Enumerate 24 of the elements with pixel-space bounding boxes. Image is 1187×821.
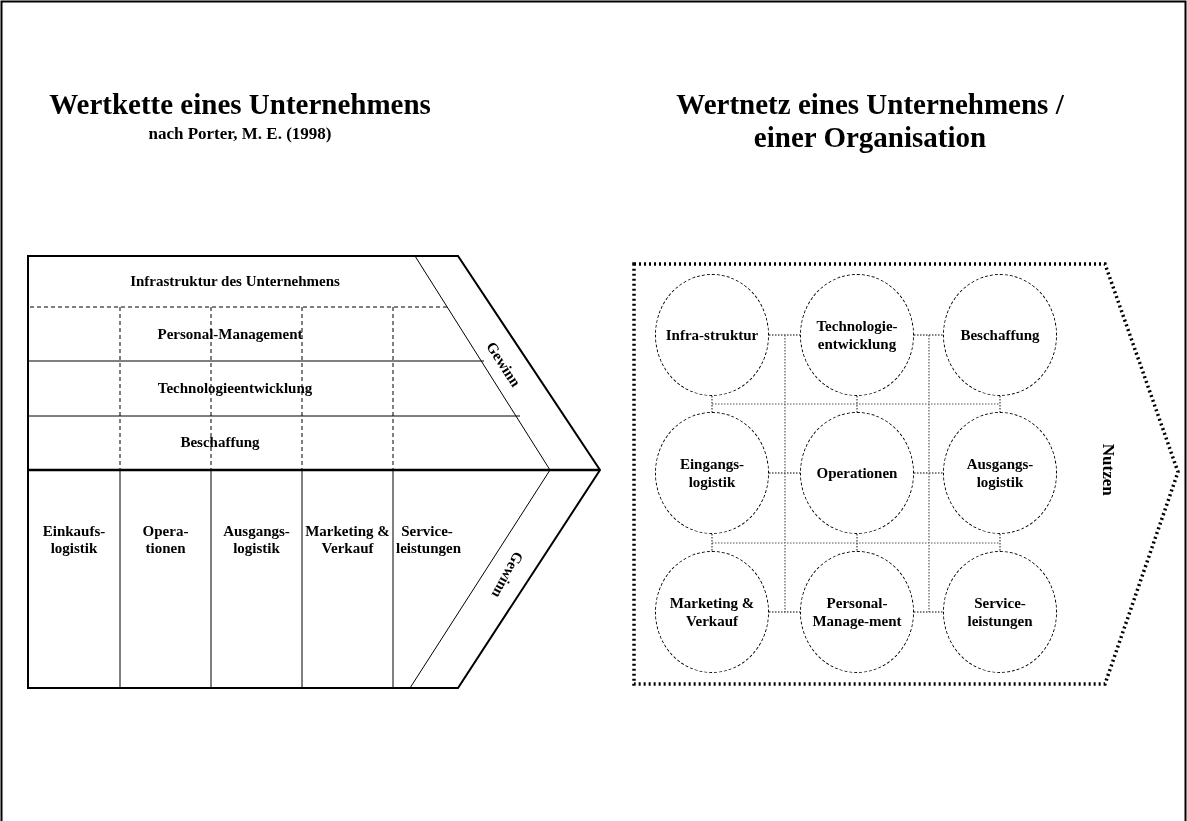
activity-label: Einkaufs-logistik xyxy=(41,522,107,558)
heading: Wertkette eines Unternehmens xyxy=(48,88,432,122)
activity-label: Technologieentwicklung xyxy=(157,380,313,398)
activity-label: Personal-Management xyxy=(157,325,303,344)
activity-label: Ausgangs-logistik xyxy=(222,522,291,558)
activity-label: Beschaffung xyxy=(180,434,260,452)
connector xyxy=(856,533,858,552)
connector xyxy=(999,533,1001,552)
connector xyxy=(711,533,713,552)
connector xyxy=(913,334,944,336)
connector xyxy=(999,395,1001,413)
connector xyxy=(768,334,801,336)
activity-label: Infrastruktur des Unternehmens xyxy=(130,273,340,291)
connector xyxy=(711,395,713,413)
node-label: Nutzen xyxy=(1098,443,1118,496)
subtitle: nach Porter, M. E. (1998) xyxy=(147,124,333,144)
heading: Wertnetz eines Unternehmens / einer Organisation xyxy=(675,88,1065,155)
connector xyxy=(913,611,944,613)
activity-label: Marketing & Verkauf xyxy=(305,522,390,558)
connector xyxy=(768,611,801,613)
activity-label: Opera-tionen xyxy=(141,522,190,558)
connector xyxy=(913,472,944,474)
connector xyxy=(768,472,801,474)
connector xyxy=(856,395,858,413)
